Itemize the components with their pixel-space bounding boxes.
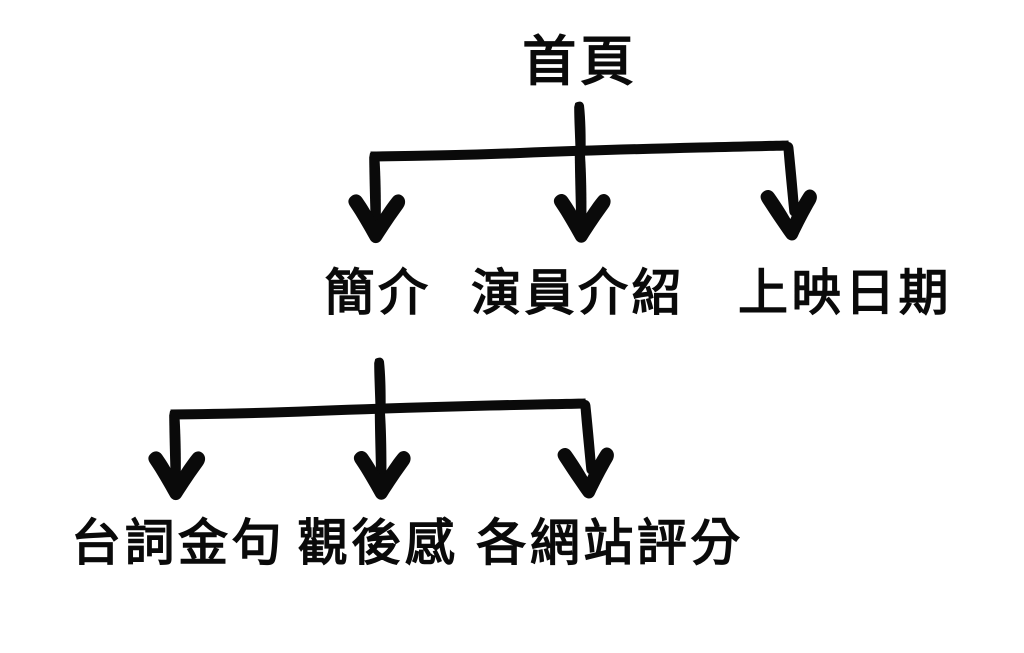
intro-left-arrowhead: [148, 451, 206, 501]
root-right-drop-line: [783, 141, 800, 217]
root-right-arrowhead: [760, 189, 817, 241]
intro-horizontal-bar: [170, 398, 587, 420]
intro-middle-arrowhead: [353, 451, 411, 500]
node-label-review[interactable]: 觀後感: [297, 514, 459, 572]
node-label-release-date[interactable]: 上映日期: [738, 264, 952, 322]
root-left-arrowhead: [348, 194, 406, 244]
root-middle-drop-line: [574, 149, 587, 225]
root-middle-arrowhead: [553, 194, 611, 243]
root-stem-line: [574, 101, 586, 157]
intro-stem-line: [374, 357, 386, 415]
node-label-quotes[interactable]: 台詞金句: [71, 514, 285, 572]
intro-right-arrowhead: [557, 447, 614, 499]
intro-right-drop-line: [580, 399, 597, 475]
root-left-drop-line: [369, 151, 381, 225]
root-horizontal-bar: [370, 140, 790, 162]
intro-left-drop-line: [169, 409, 181, 482]
node-label-intro[interactable]: 簡介: [324, 264, 432, 322]
intro-middle-drop-line: [374, 407, 387, 482]
node-label-root[interactable]: 首頁: [522, 30, 638, 93]
node-label-cast[interactable]: 演員介紹: [471, 264, 685, 322]
node-label-site-ratings[interactable]: 各網站評分: [476, 514, 744, 572]
